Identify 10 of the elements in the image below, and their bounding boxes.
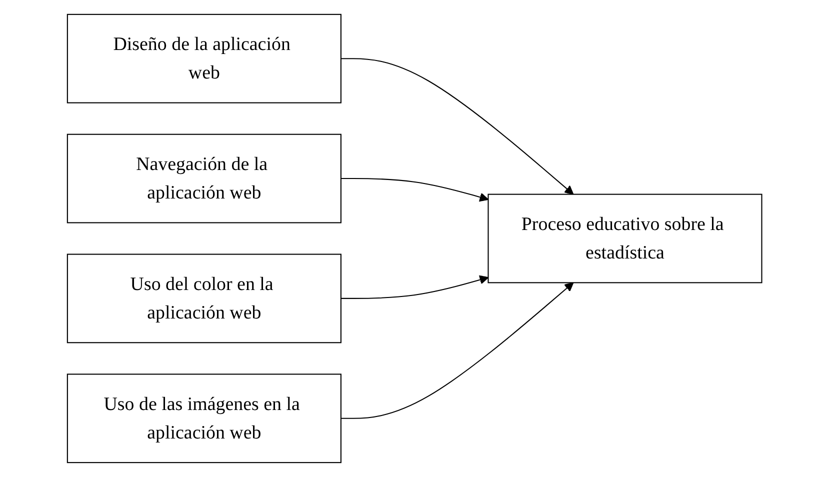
node-box xyxy=(67,134,342,224)
flowchart-diagram: Diseño de la aplicación web Navegación de la aplicación web Uso del color en la aplicación web Uso de las imágenes en la aplicación web Proceso educativo sobre la estadística xyxy=(59,6,771,471)
arrow xyxy=(341,275,490,299)
node-box xyxy=(67,374,342,464)
node-box xyxy=(488,194,763,284)
arrow xyxy=(341,58,574,195)
node-box xyxy=(67,14,342,104)
node-box xyxy=(67,254,342,344)
arrow xyxy=(341,282,574,419)
arrow xyxy=(341,178,490,202)
